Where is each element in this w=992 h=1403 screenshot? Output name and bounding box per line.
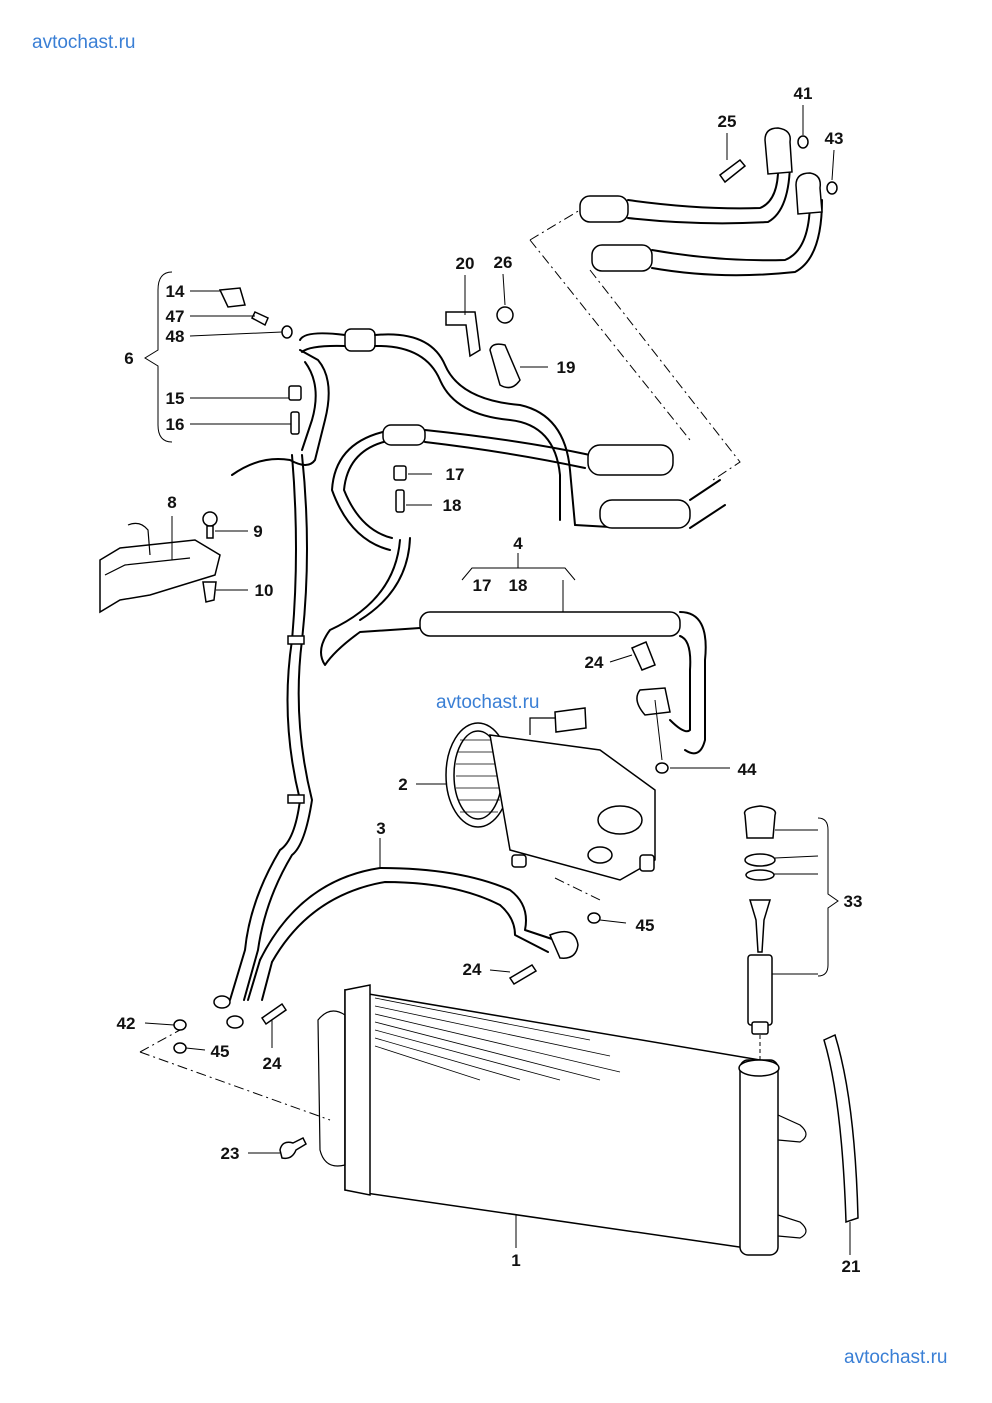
callout-21: 21 <box>842 1257 861 1276</box>
callout-43: 43 <box>825 129 844 148</box>
callout-41: 41 <box>794 84 813 103</box>
callout-24-middle: 24 <box>463 960 482 979</box>
callout-24-upper: 24 <box>585 653 604 672</box>
liquid-line <box>213 454 313 1029</box>
seal-strip <box>823 1033 859 1224</box>
callout-labels: 1 2 3 4 6 8 9 10 14 15 16 17 17 18 18 19… <box>117 84 863 1276</box>
callout-2: 2 <box>398 775 407 794</box>
evaporator-lines <box>579 127 823 277</box>
callout-25: 25 <box>718 112 737 131</box>
callout-8: 8 <box>167 493 176 512</box>
callout-23: 23 <box>221 1144 240 1163</box>
callout-15: 15 <box>166 389 185 408</box>
condenser <box>317 984 807 1256</box>
callout-17-valve: 17 <box>446 465 465 484</box>
callout-16: 16 <box>166 415 185 434</box>
bracket-8 <box>99 522 221 614</box>
callout-6: 6 <box>124 349 133 368</box>
upper-hoses <box>231 328 726 529</box>
callout-47: 47 <box>166 307 185 326</box>
watermark-top: avtochast.ru <box>32 32 136 53</box>
callout-44: 44 <box>738 760 757 779</box>
callout-4: 4 <box>513 534 523 553</box>
callout-17-group: 17 <box>473 576 492 595</box>
watermark-middle: avtochast.ru <box>436 692 540 713</box>
callout-45-lower: 45 <box>211 1042 230 1061</box>
hose-3 <box>247 867 579 1001</box>
hardware <box>173 135 838 1160</box>
callout-18-valve: 18 <box>443 496 462 515</box>
callout-3: 3 <box>376 819 385 838</box>
callout-45-upper: 45 <box>636 916 655 935</box>
callout-19: 19 <box>557 358 576 377</box>
hose-4 <box>320 424 707 755</box>
watermark-bottom: avtochast.ru <box>844 1347 948 1368</box>
callout-24-lower: 24 <box>263 1054 282 1073</box>
callout-18-group: 18 <box>509 576 528 595</box>
callout-14: 14 <box>166 282 185 301</box>
callout-10: 10 <box>255 581 274 600</box>
leader-lines <box>144 105 851 1255</box>
compressor <box>445 707 656 881</box>
callout-9: 9 <box>253 522 262 541</box>
callout-48: 48 <box>166 327 185 346</box>
assembly-dash-lines <box>139 209 741 1121</box>
callout-1: 1 <box>511 1251 520 1270</box>
callout-20: 20 <box>456 254 475 273</box>
callout-33: 33 <box>844 892 863 911</box>
dryer-cartridge <box>743 805 777 1062</box>
callout-42: 42 <box>117 1014 136 1033</box>
callout-26: 26 <box>494 253 513 272</box>
